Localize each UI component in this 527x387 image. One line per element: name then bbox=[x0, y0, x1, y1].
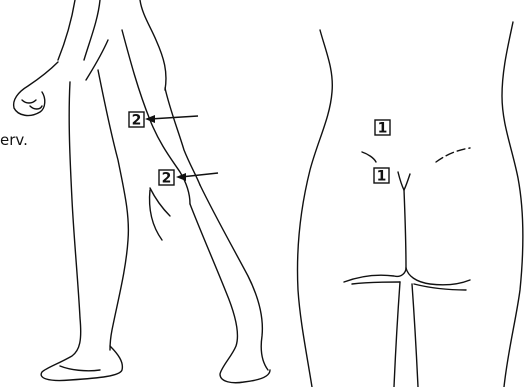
knee-crease bbox=[150, 188, 170, 216]
rear-leg-back-outline bbox=[98, 70, 128, 350]
spine-line bbox=[404, 190, 406, 268]
marker-back-upper-group: 1 bbox=[375, 120, 390, 137]
marker-knee-lower-label: 2 bbox=[162, 171, 172, 187]
sacral-v-left bbox=[398, 172, 404, 190]
fist-finger-1 bbox=[22, 100, 36, 103]
marker-knee-upper-group: 2 bbox=[129, 112, 198, 129]
marker-knee-upper-label: 2 bbox=[132, 113, 142, 129]
dimple-right bbox=[436, 148, 470, 162]
marker-knee-lower-group: 2 bbox=[159, 170, 218, 187]
fist-finger-2 bbox=[30, 106, 42, 109]
front-shin-back-outline bbox=[200, 185, 268, 370]
left-caption: erv. bbox=[0, 131, 28, 149]
back-right-outline bbox=[502, 22, 523, 387]
fist-outline bbox=[14, 62, 58, 115]
gluteal-fold-left-lower bbox=[352, 282, 400, 284]
marker-back-upper-label: 1 bbox=[378, 121, 388, 137]
gluteal-fold-right bbox=[406, 268, 470, 285]
torso-outline-right bbox=[140, 0, 166, 90]
back-view-figure bbox=[298, 22, 523, 387]
marker-back-lower-label: 1 bbox=[377, 169, 387, 185]
back-left-outline bbox=[298, 30, 333, 387]
torso-outline-left bbox=[58, 0, 75, 60]
arm-line bbox=[84, 0, 100, 60]
inner-thigh-left bbox=[394, 282, 400, 387]
gluteal-fold-left bbox=[344, 268, 406, 282]
marker-back-lower-group: 1 bbox=[374, 168, 389, 185]
sacral-v-right bbox=[404, 174, 410, 190]
rear-foot-toe bbox=[60, 366, 100, 371]
inner-thigh-right bbox=[412, 284, 418, 387]
arrow-knee-lower-shaft bbox=[181, 173, 218, 177]
dimple-left bbox=[362, 152, 376, 162]
front-shin-front-outline bbox=[190, 204, 270, 383]
buttock-line bbox=[86, 40, 108, 80]
side-view-figure bbox=[14, 0, 270, 383]
